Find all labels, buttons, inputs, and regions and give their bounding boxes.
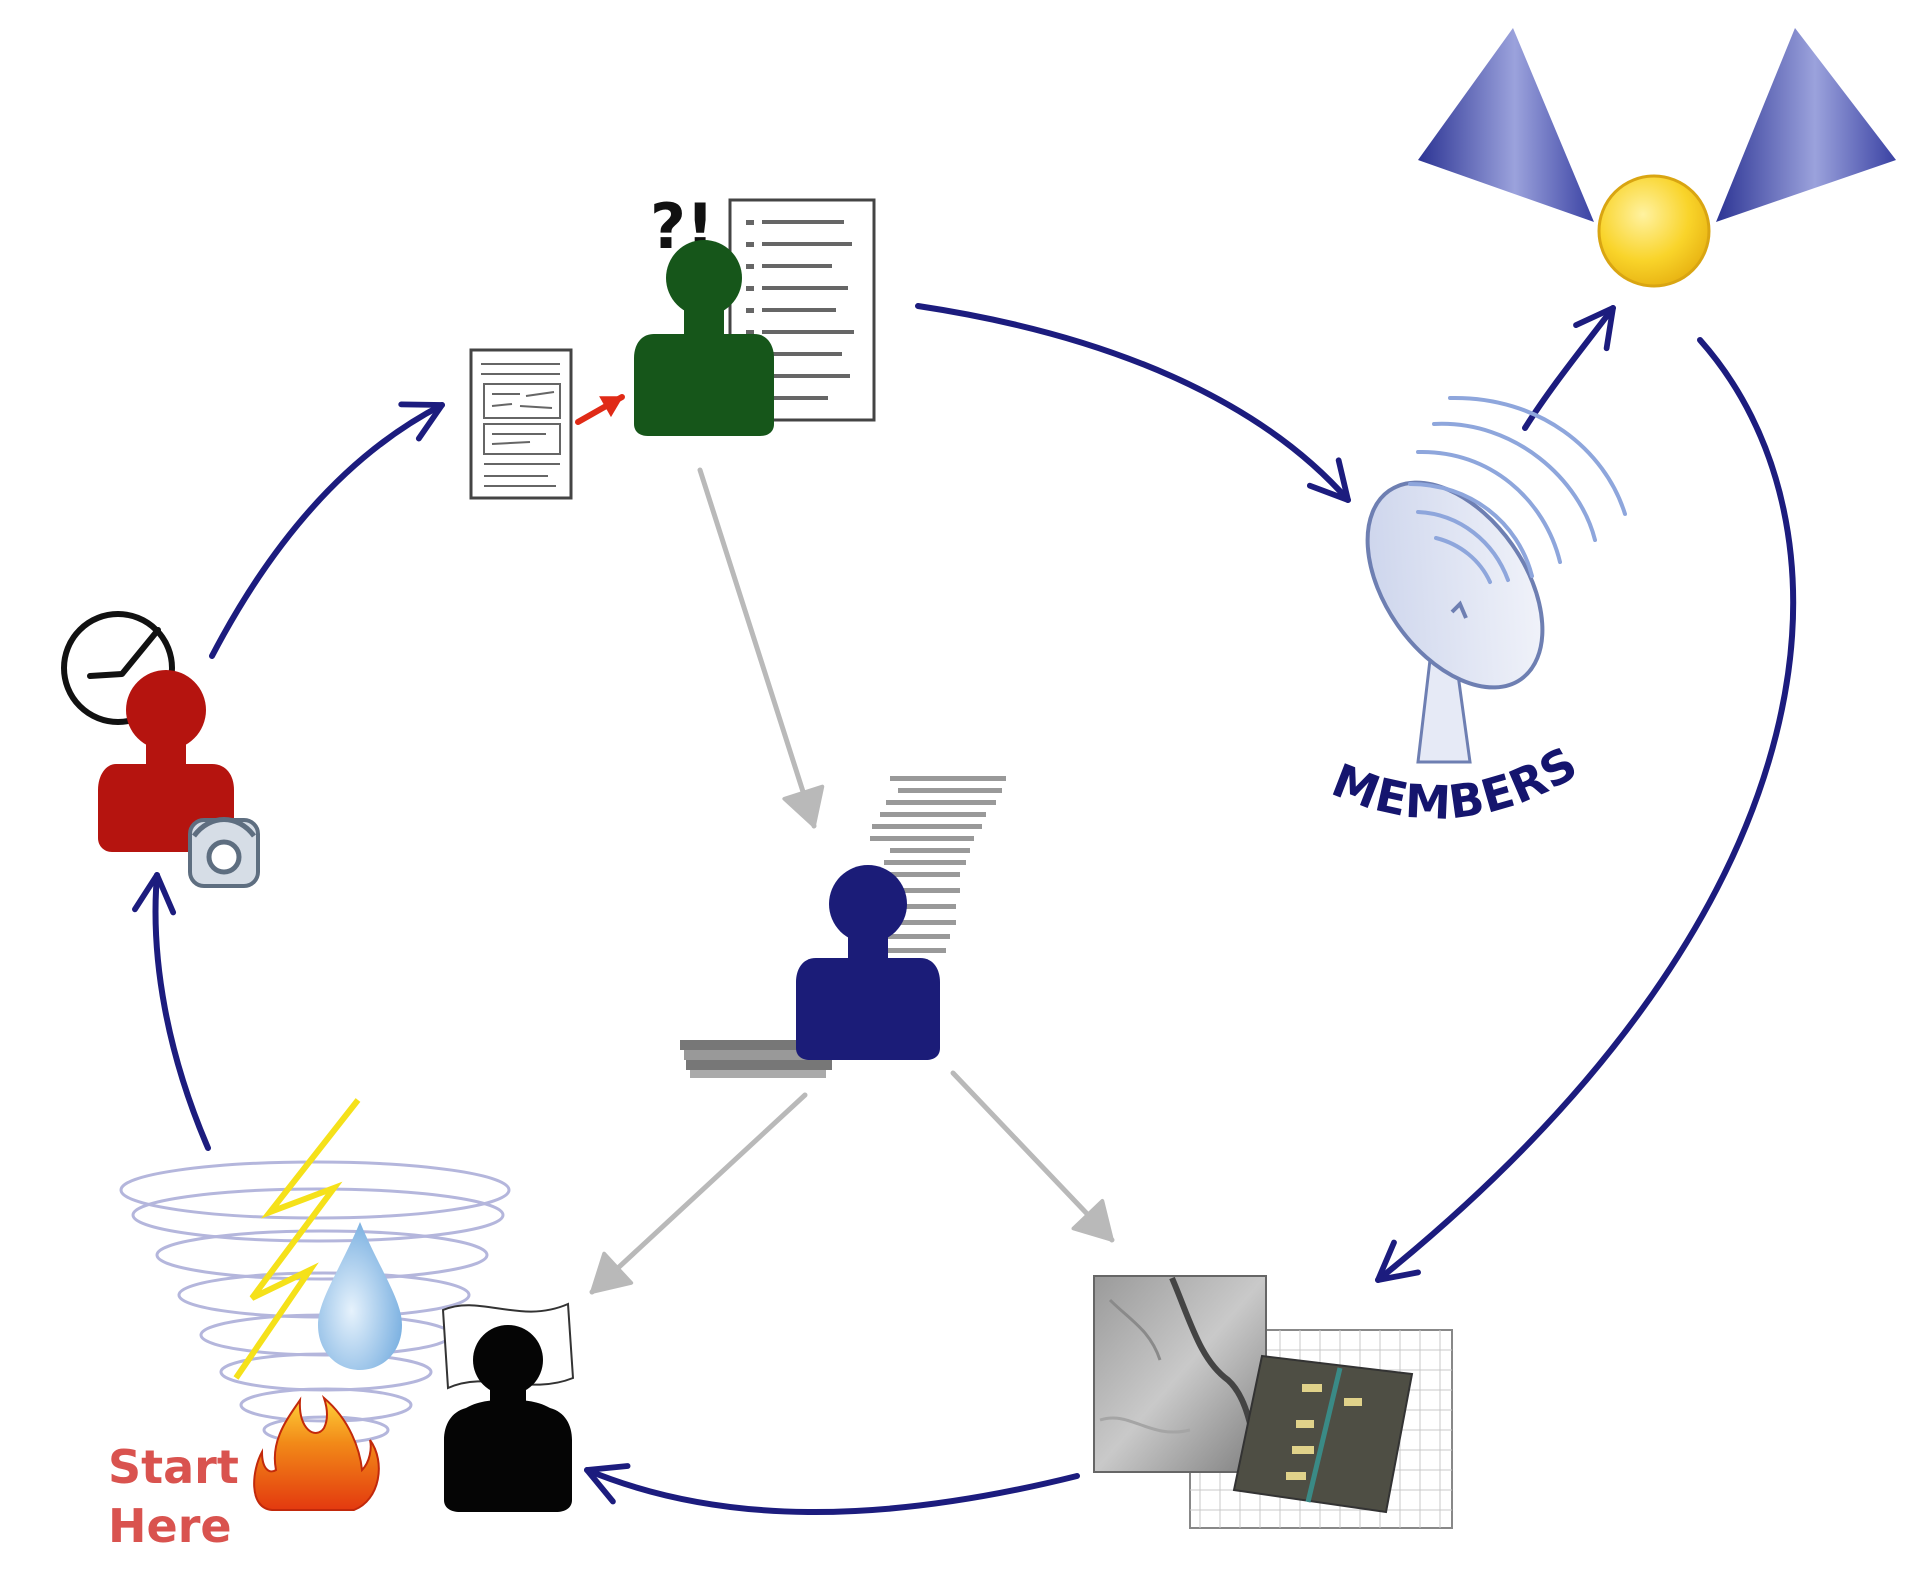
- person-navy-icon: [796, 865, 940, 1060]
- start-label-line1: Start: [108, 1440, 239, 1494]
- data-lines-icon: [870, 776, 1006, 953]
- observer-clock-phone-icon: [61, 611, 260, 888]
- arrow-imagery-to-responder: [584, 1463, 1080, 1516]
- satellite-body: [1597, 174, 1711, 288]
- forecaster-data-icon: [680, 776, 1006, 1078]
- flow-arrows: [132, 303, 1797, 1516]
- arrow-forecaster-to-responder: [589, 1092, 808, 1295]
- phone-icon: [188, 817, 260, 888]
- water-drop-icon: [318, 1222, 402, 1370]
- analyst-checklist-icon: ?!: [634, 190, 876, 436]
- solar-panel-right: [1716, 28, 1896, 222]
- arrow-analyst-to-forecaster: [697, 467, 825, 829]
- satellite-photo: [1093, 1275, 1267, 1473]
- arrow-observer-to-report: [209, 401, 445, 659]
- responder-map-icon: [441, 1302, 575, 1512]
- ground-station-icon: MEMBERS: [1325, 395, 1627, 830]
- solar-panel-left: [1418, 28, 1594, 222]
- arrow-hazard-to-observer: [132, 872, 211, 1151]
- fire-icon: [253, 1394, 380, 1511]
- arrow-station-to-satellite: [1522, 305, 1616, 431]
- person-black-icon: [444, 1325, 572, 1512]
- report-form-icon: [469, 348, 625, 500]
- lightning-icon: [233, 1098, 361, 1380]
- aerial-photo: [1232, 1354, 1414, 1514]
- dish: [1365, 480, 1545, 690]
- arrow-analyst-to-station: [915, 303, 1351, 503]
- data-arrows: [589, 467, 1115, 1295]
- imagery-maps-icon: [1093, 1275, 1453, 1529]
- satellite-icon: [1418, 28, 1896, 288]
- arrow-satellite-to-imagery: [1375, 337, 1797, 1283]
- arrow-forecaster-to-imagery: [950, 1070, 1115, 1243]
- hazard-event-icon: Start Here: [108, 1098, 511, 1553]
- signal-waves-icon: [1408, 395, 1627, 584]
- start-label-line2: Here: [108, 1499, 232, 1553]
- papers-stack-icon: [680, 1040, 832, 1078]
- report-to-analyst-arrow: [575, 394, 625, 425]
- person-green-icon: [634, 240, 774, 436]
